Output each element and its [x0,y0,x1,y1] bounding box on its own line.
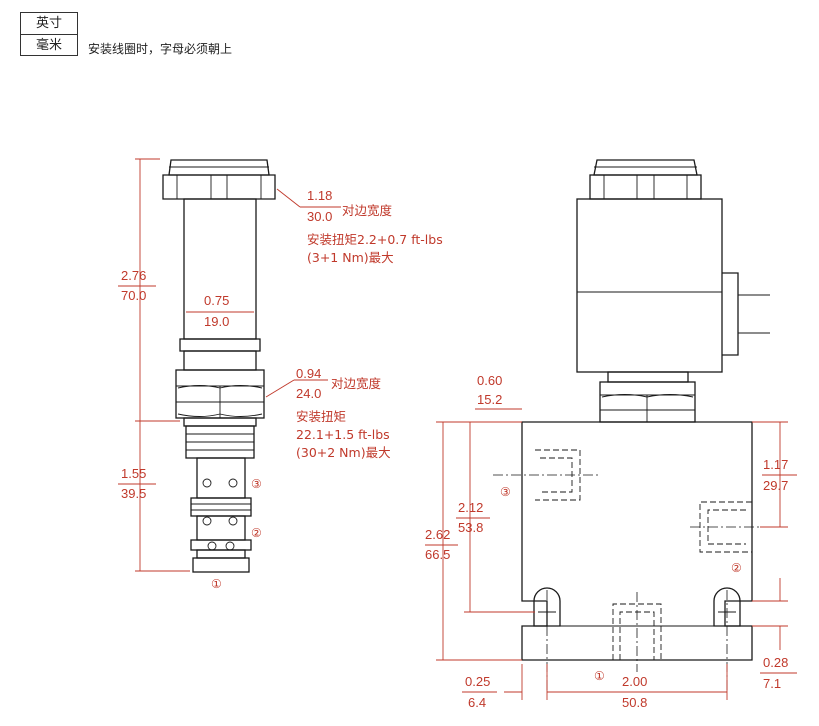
right-upper-mm: 29.7 [763,478,788,493]
right-upper-in: 1.17 [763,457,788,472]
offset-top-in: 0.60 [477,373,502,388]
hex-mid-mm: 24.0 [296,386,321,401]
cartridge-side-view [162,159,276,573]
mount-span-in: 2.00 [622,674,647,689]
hex-top-torque-2: (3+1 Nm)最大 [307,250,394,265]
hex-mid-torque-1: 安装扭矩 [296,409,346,424]
install-note: 安装线圈时，字母必须朝上 [88,42,233,56]
mount-span-mm: 50.8 [622,695,647,710]
stem-dia-in: 0.75 [204,293,229,308]
hex-top-torque-1: 安装扭矩2.2+0.7 ft-lbs [307,232,443,247]
left-lower-len-mm: 39.5 [121,486,146,501]
left-dimension-lines [118,158,341,572]
hex-top-in: 1.18 [307,188,332,203]
left-port-1: ① [211,577,222,591]
left-port-3: ③ [251,477,262,491]
left-upper-len-in: 2.76 [121,268,146,283]
bottom-left-mm: 6.4 [468,695,486,710]
stem-dia-mm: 19.0 [204,314,229,329]
valve-assembly-view [493,159,770,690]
bottom-right-in: 0.28 [763,655,788,670]
right-port-1: ① [594,669,605,683]
hex-top-label: 对边宽度 [342,203,393,218]
unit-legend: 英寸 毫米 [20,12,78,56]
left-upper-len-mm: 70.0 [121,288,146,303]
hex-mid-torque-2: 22.1+1.5 ft-lbs [296,427,390,442]
left-port-2: ② [251,526,262,540]
port3-height-mm: 53.8 [458,520,483,535]
body-height-mm: 66.5 [425,547,450,562]
right-dimension-lines [425,408,797,700]
port3-height-in: 2.12 [458,500,483,515]
left-lower-len-in: 1.55 [121,466,146,481]
hex-mid-torque-3: (30+2 Nm)最大 [296,445,391,460]
legend-imperial: 英寸 [21,13,77,35]
hex-mid-in: 0.94 [296,366,321,381]
right-port-2: ② [731,561,742,575]
hex-top-mm: 30.0 [307,209,332,224]
bottom-left-in: 0.25 [465,674,490,689]
right-port-3: ③ [500,485,511,499]
bottom-right-mm: 7.1 [763,676,781,691]
offset-top-mm: 15.2 [477,392,502,407]
legend-metric: 毫米 [35,38,62,53]
hex-mid-label: 对边宽度 [331,376,382,391]
body-height-in: 2.62 [425,527,450,542]
